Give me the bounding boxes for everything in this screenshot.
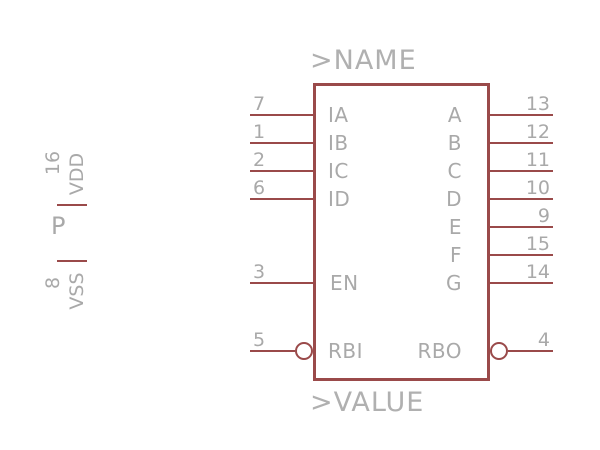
pin-number-ib: 1 [253, 121, 266, 143]
name-placeholder: >NAME [310, 45, 417, 76]
pin-number-d: 10 [525, 177, 550, 199]
inversion-bubble-rbo[interactable] [490, 342, 508, 360]
pin-line-b[interactable] [490, 142, 553, 144]
pin-number-b: 12 [525, 121, 550, 143]
power-pin-line-vdd[interactable] [57, 204, 87, 206]
pin-name-f: F [449, 243, 462, 267]
pin-line-rbi[interactable] [250, 350, 295, 352]
pin-line-ic[interactable] [250, 170, 313, 172]
pin-line-rbo[interactable] [508, 350, 553, 352]
pin-name-rbo: RBO [417, 339, 462, 363]
pin-name-en: EN [330, 271, 359, 295]
pin-line-c[interactable] [490, 170, 553, 172]
pin-number-en: 3 [253, 261, 266, 283]
pin-name-c: C [447, 159, 462, 183]
power-pin-name-vdd: VDD [66, 152, 88, 196]
pin-name-g: G [446, 271, 462, 295]
pin-number-g: 14 [525, 261, 550, 283]
pin-line-d[interactable] [490, 198, 553, 200]
pin-line-ib[interactable] [250, 142, 313, 144]
pin-number-e: 9 [537, 205, 550, 227]
pin-number-ic: 2 [253, 149, 266, 171]
pin-line-a[interactable] [490, 114, 553, 116]
pin-name-b: B [447, 131, 462, 155]
power-pin-number-vdd: 16 [42, 150, 64, 176]
pin-line-g[interactable] [490, 282, 553, 284]
pin-name-rbi: RBI [328, 339, 364, 363]
pin-number-c: 11 [525, 149, 550, 171]
pin-name-d: D [446, 187, 462, 211]
pin-line-en[interactable] [250, 282, 313, 284]
value-placeholder: >VALUE [310, 387, 425, 418]
pin-number-ia: 7 [253, 93, 266, 115]
power-gate-label: P [51, 212, 66, 240]
pin-number-f: 15 [525, 233, 550, 255]
pin-name-e: E [448, 215, 462, 239]
pin-name-id: ID [328, 187, 351, 211]
inversion-bubble-rbi[interactable] [295, 342, 313, 360]
pin-name-ic: IC [328, 159, 349, 183]
pin-number-rbi: 5 [253, 329, 266, 351]
pin-line-id[interactable] [250, 198, 313, 200]
power-pin-line-vss[interactable] [57, 260, 87, 262]
pin-number-id: 6 [253, 177, 266, 199]
pin-number-a: 13 [525, 93, 550, 115]
pin-name-ib: IB [328, 131, 349, 155]
pin-line-e[interactable] [490, 226, 553, 228]
pin-name-a: A [447, 103, 462, 127]
pin-line-ia[interactable] [250, 114, 313, 116]
power-pin-number-vss: 8 [42, 276, 64, 290]
pin-name-ia: IA [328, 103, 349, 127]
ic-body[interactable] [313, 83, 490, 381]
pin-number-rbo: 4 [537, 329, 550, 351]
pin-line-f[interactable] [490, 254, 553, 256]
power-pin-name-vss: VSS [66, 272, 88, 310]
